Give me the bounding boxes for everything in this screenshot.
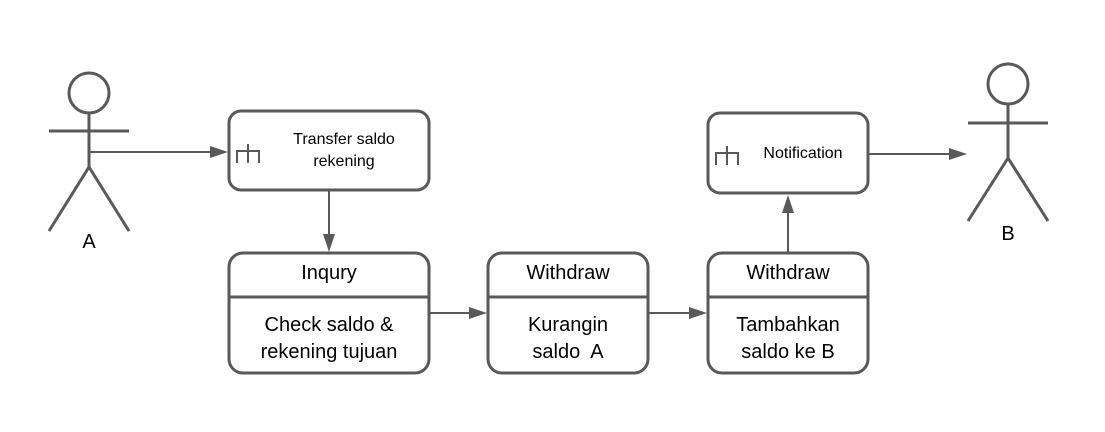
withdraw-a-title: Withdraw	[526, 262, 610, 284]
transfer-label-line1: Transfer saldo	[293, 131, 395, 148]
inquiry-line2: rekening tujuan	[261, 341, 398, 363]
withdraw-b-line2: saldo ke B	[741, 341, 834, 363]
notification-action: Notification	[706, 111, 870, 195]
rake-icon	[236, 144, 260, 163]
withdraw-b-line1: Tambahkan	[736, 314, 839, 336]
actor-b: B	[966, 62, 1050, 245]
actor-b-label: B	[1001, 223, 1014, 245]
inquiry-line1: Check saldo &	[265, 314, 395, 336]
rake-icon	[715, 146, 739, 165]
notification-label: Notification	[763, 145, 842, 162]
actor-a-label: A	[82, 231, 96, 253]
connector-inquiry-to-withdraw-a	[430, 307, 487, 319]
transfer-action: Transfer saldo rekening	[227, 109, 431, 192]
connector-withdraw-a-to-withdraw-b	[649, 307, 707, 319]
withdraw-a-line2: saldo A	[532, 341, 604, 363]
withdraw-a-box: Withdraw Kurangin saldo A	[486, 251, 650, 375]
inquiry-title: Inqury	[301, 262, 357, 284]
withdraw-a-line1: Kurangin	[528, 314, 608, 336]
connector-transfer-to-inquiry	[323, 191, 335, 252]
connector-notification-to-b	[869, 148, 967, 160]
connector-a-to-transfer	[89, 146, 228, 158]
transfer-label-line2: rekening	[313, 153, 374, 170]
connector-withdraw-b-to-notification	[782, 195, 794, 252]
withdraw-b-box: Withdraw Tambahkan saldo ke B	[706, 251, 870, 375]
actor-a: A	[47, 71, 131, 253]
withdraw-b-title: Withdraw	[746, 262, 830, 284]
inquiry-box: Inqury Check saldo & rekening tujuan	[227, 251, 431, 375]
